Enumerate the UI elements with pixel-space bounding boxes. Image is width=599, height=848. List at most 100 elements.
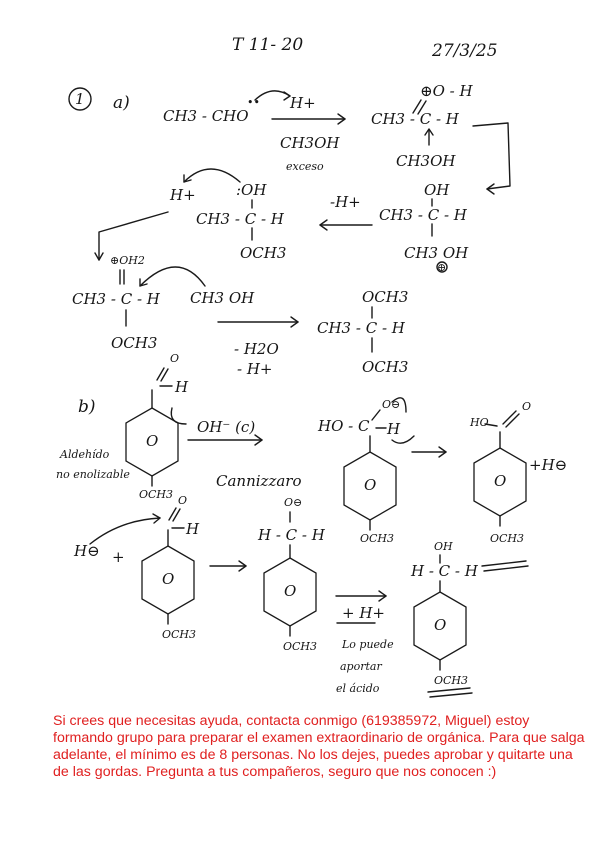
- tetrahedral-ome: OCH3: [360, 532, 394, 545]
- reaction-arrow-cannizzaro-head: [254, 434, 263, 446]
- protonated-hemiacetal-row: CH3 - C - H: [72, 290, 161, 308]
- curved-arrow-hemiacetal: [183, 168, 241, 183]
- reaction-arrow-acid-head: [438, 446, 447, 458]
- aldehyde2-ome: OCH3: [162, 628, 196, 641]
- aldehyde2-db-1: [168, 507, 177, 521]
- plus-sign: +: [112, 548, 125, 566]
- note-aldehyde: Aldehído: [59, 448, 110, 461]
- acid-underline-2: [483, 565, 529, 572]
- part-a-label: a): [113, 93, 130, 113]
- aldehyde2-db-2: [172, 508, 181, 522]
- reaction-arrow-2-head: [319, 219, 328, 231]
- tetrahedral-push-arrow: [391, 397, 407, 413]
- acid-plus-h: +H⊖: [529, 456, 567, 474]
- reaction-name: Cannizzaro: [216, 472, 302, 490]
- reaction-arrow-3-head: [290, 316, 299, 328]
- alcohol-ring-label: O: [434, 616, 446, 634]
- handwritten-notes: T 11- 20 27/3/25 1 a) CH3 - CHO •• H+ CH…: [56, 35, 567, 698]
- aldehyde2-ring-label: O: [162, 570, 174, 588]
- protonated-hemiacetal-top: ⊕OH2: [110, 254, 145, 267]
- alcohol-top: OH: [434, 540, 453, 553]
- condition-minus-water: - H2O: [234, 340, 279, 358]
- aldehyde1-attack-arrow: [170, 407, 187, 425]
- tetrahedral-ring-label: O: [364, 476, 376, 494]
- reagent-excess-note: exceso: [286, 160, 324, 173]
- tetrahedral-bond-top: [371, 409, 381, 421]
- hydride-attack-arrow-head: [152, 513, 161, 524]
- double-bond-2: [417, 100, 427, 115]
- tetrahedral-top: O⊖: [382, 398, 400, 411]
- condition-minus-h: - H+: [237, 360, 273, 378]
- curved-arrow-head: [283, 91, 291, 101]
- adduct-bottom: CH3 OH: [404, 244, 469, 262]
- acetal-bottom: OCH3: [362, 358, 408, 376]
- product-underline-1: [427, 687, 471, 693]
- adduct-top: OH: [424, 181, 450, 199]
- proton-note-3: el ácido: [336, 682, 380, 695]
- acid-ring-label: O: [494, 472, 506, 490]
- proton-note-2: aportar: [340, 660, 382, 673]
- aldehyde2-o: O: [178, 494, 187, 507]
- page-title: T 11- 20: [232, 35, 303, 55]
- adduct-charge: ⊕: [437, 261, 446, 274]
- hydride-shift-arrow: [391, 435, 415, 444]
- part-b-label: b): [78, 397, 96, 417]
- acetal-row: CH3 - C - H: [317, 319, 406, 337]
- acetal-top: OCH3: [362, 288, 408, 306]
- hydride: H⊖: [73, 542, 100, 560]
- alcohol-ome: OCH3: [434, 674, 468, 687]
- aldehyde1-h: H: [174, 378, 189, 396]
- reagent-methanol: CH3OH: [280, 134, 340, 152]
- acid-o: O: [522, 400, 531, 413]
- alkoxide-top: O⊖: [284, 496, 302, 509]
- acid-c-oh: [484, 423, 498, 427]
- double-bond-1: [412, 99, 422, 114]
- reagent-hplus: H+: [289, 94, 316, 112]
- aldehyde1-ring-label: O: [146, 432, 158, 450]
- proton-note-1: Lo puede: [341, 638, 394, 651]
- product-underline-2: [429, 692, 473, 698]
- connector-left: [98, 211, 169, 261]
- methanol-attack: CH3 OH: [190, 289, 255, 307]
- proton-step: + H+: [342, 604, 385, 622]
- tetrahedral-h: H: [386, 420, 401, 438]
- alkoxide-ring-label: O: [284, 582, 296, 600]
- alkoxide-ome: OCH3: [283, 640, 317, 653]
- note-non-enolizable: no enolizable: [56, 468, 130, 481]
- reaction-arrow-1-head: [337, 113, 346, 125]
- adduct-row: CH3 - C - H: [379, 206, 468, 224]
- acid-ome: OCH3: [490, 532, 524, 545]
- protonated-hemiacetal-bottom: OCH3: [111, 334, 157, 352]
- reactant-acetaldehyde: CH3 - CHO: [163, 107, 249, 125]
- connector-to-adduct: [472, 122, 511, 190]
- curved-arrow-water-loss-head: [139, 278, 148, 287]
- connector-head: [486, 183, 495, 195]
- methanol-nucleophile: CH3OH: [396, 152, 456, 170]
- protonated-oxonium: ⊕O - H: [420, 82, 473, 100]
- connector-left-head: [94, 252, 104, 261]
- aldehyde1-db-1: [156, 367, 165, 381]
- acid-db-2: [505, 413, 520, 428]
- tetrahedral-row: HO - C: [317, 417, 370, 435]
- aldehyde1-o: O: [170, 352, 179, 365]
- reaction-arrow-proton-head: [378, 590, 387, 602]
- reaction-arrow-alkoxide-head: [238, 560, 247, 572]
- step-minus-h: -H+: [330, 193, 361, 211]
- section-number-circle: [68, 87, 92, 111]
- aldehyde1-ome: OCH3: [139, 488, 173, 501]
- curved-arrow-hemiacetal-head: [183, 174, 192, 183]
- aldehyde1-db-2: [160, 368, 169, 382]
- page-date: 27/3/25: [431, 41, 498, 61]
- contact-notice: Si crees que necesitas ayuda, contacta c…: [53, 713, 585, 780]
- adduct-charge-circle: [436, 261, 448, 273]
- protonated-carbon-row: CH3 - C - H: [371, 110, 460, 128]
- acid-underline-1: [481, 560, 527, 567]
- curved-arrow-water-loss: [139, 266, 206, 287]
- hemiacetal-bottom: OCH3: [240, 244, 286, 262]
- attack-arrow-head: [424, 128, 434, 136]
- hemiacetal-top: :OH: [236, 181, 267, 199]
- aldehyde2-h: H: [185, 520, 200, 538]
- hemiacetal-hplus: H+: [169, 186, 196, 204]
- hemiacetal-row: CH3 - C - H: [196, 210, 285, 228]
